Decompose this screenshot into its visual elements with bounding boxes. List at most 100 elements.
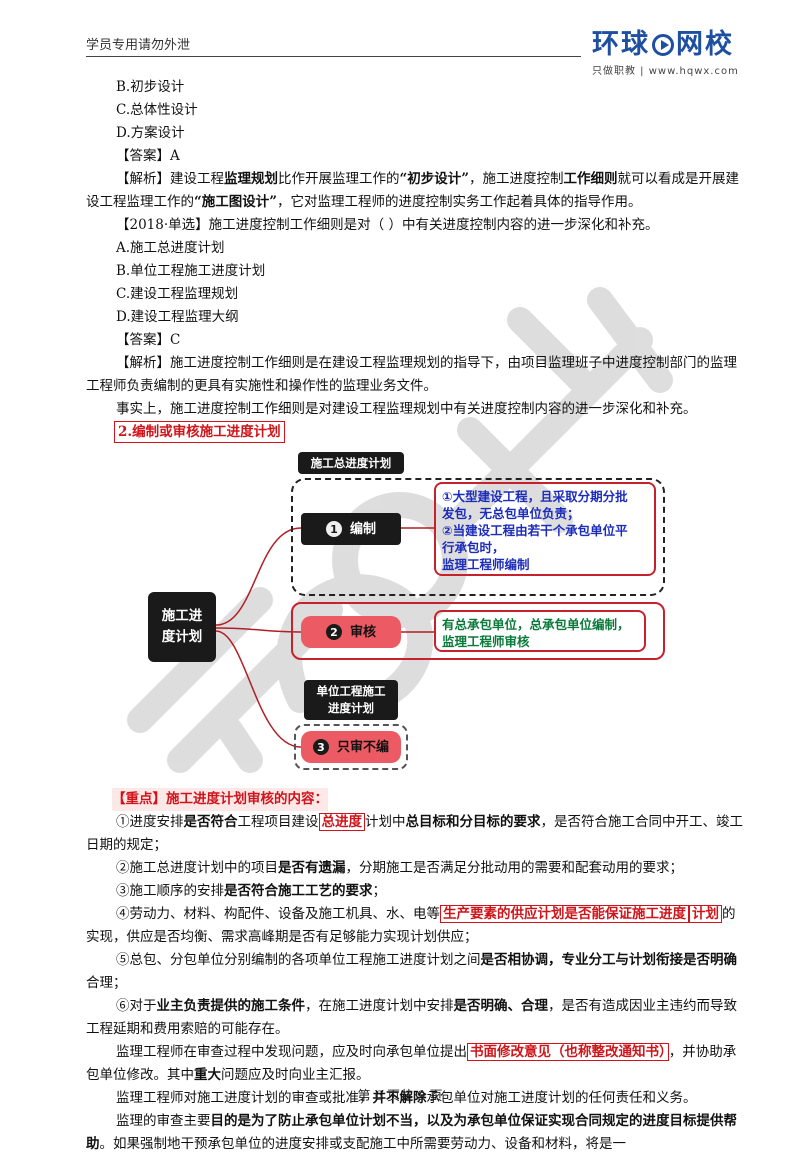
text: 比作开展监理工作的 <box>278 171 400 187</box>
group-master-schedule <box>291 478 665 596</box>
text: ，并协助承包单位修改。其中 <box>86 1044 737 1083</box>
number-badge-3: 3 <box>312 739 329 755</box>
unit-label-line-1: 单位工程施工 <box>316 684 386 698</box>
text: 问题应及时向业主汇报。 <box>221 1067 370 1083</box>
mindmap-diagram: 施工进 度计划 施工总进度计划 1 编制 ①大型建设工程，且采取分期分批 发包，无… <box>86 450 746 780</box>
text-bold: 并不解除 <box>372 1090 427 1106</box>
logo-text-b: 网校 <box>676 29 734 60</box>
group-unit-schedule <box>294 724 408 770</box>
compile-conditions-box: ①大型建设工程，且采取分期分批 发包，无总包单位负责； ②当建设工程由若干个承包… <box>434 482 656 576</box>
key-point-title: 【重点】施工进度计划审核的内容： <box>112 788 328 811</box>
text: ； <box>372 883 387 899</box>
brand-logo: 环球 网校 只做职教 | www.hqwx.com <box>592 29 742 78</box>
review-line-1: 有总承包单位，总承包单位编制， <box>442 617 630 632</box>
text-bold: 是否符合施工工艺的要求 <box>224 883 373 899</box>
review-item-4: ④劳动力、材料、构配件、设备及施工机具、水、电等生产要素的供应计划是否能保证施工… <box>86 903 746 949</box>
review-item-5: ⑤总包、分包单位分别编制的各项单位工程施工进度计划之间是否相协调，专业分工与计划… <box>86 949 746 995</box>
q1-answer: 【答案】A <box>116 148 180 164</box>
q2-option-b: B.单位工程施工进度计划 <box>116 263 266 279</box>
text: 计划中 <box>365 814 406 830</box>
boxed-text: 生产要素的供应计划是否能保证施工进度 <box>440 905 689 923</box>
compile-line-1: ①大型建设工程，且采取分期分批 <box>442 489 628 504</box>
text-bold: 是否相协调，专业分工与计划衔接是否明确 <box>480 952 738 968</box>
unit-label-line-2: 进度计划 <box>328 701 374 715</box>
text: ④劳动力、材料、构配件、设备及施工机具、水、电等 <box>116 906 440 922</box>
text: ，施工进度控制 <box>469 171 564 187</box>
review-feedback-paragraph: 监理工程师在审查过程中发现问题，应及时向承包单位提出书面修改意见（也称整改通知书… <box>86 1041 746 1087</box>
text: 的实现，供应是否均衡、需求高峰期是否有足够能力实现计划供应； <box>86 906 736 945</box>
node-compile-label: 编制 <box>349 521 376 537</box>
review-line-2: 监理工程师审核 <box>442 634 530 649</box>
label-unit-schedule: 单位工程施工 进度计划 <box>304 680 398 720</box>
text: 【解析】建设工程 <box>116 171 224 187</box>
boxed-text: 总进度 <box>318 813 365 831</box>
boxed-text: 计划 <box>689 905 722 923</box>
text: ，是否有造成因业主违约而导致工程延期和费用索赔的可能存在。 <box>86 998 737 1037</box>
q2-answer: 【答案】C <box>116 332 181 348</box>
logo-tagline: 只做职教 | www.hqwx.com <box>592 66 739 77</box>
text: 。如果强制地干预承包单位的进度安排或支配施工中所需要劳动力、设备和材料，将是一 <box>99 1136 627 1152</box>
q2-option-d: D.建设工程监理大纲 <box>116 309 239 325</box>
section-title: 2.编制或审核施工进度计划 <box>114 421 285 443</box>
number-badge-2: 2 <box>325 624 342 640</box>
q1-option-b: B.初步设计 <box>116 79 185 95</box>
text-bold: 重大 <box>194 1067 221 1083</box>
text: ⑥对于 <box>116 998 157 1014</box>
text-bold: “施工图设计” <box>194 194 278 210</box>
text: 监理工程师对施工进度计划的审查或批准， <box>116 1090 373 1106</box>
root-line-2: 度计划 <box>161 629 203 645</box>
logo-text-a: 环球 <box>592 29 650 60</box>
root-node-schedule: 施工进 度计划 <box>148 592 216 662</box>
text-bold: 是否明确、合理 <box>453 998 549 1014</box>
q1-option-c: C.总体性设计 <box>116 102 198 118</box>
group-review <box>291 602 665 660</box>
compile-line-5: 监理工程师编制 <box>442 557 530 572</box>
text: 监理工程师在审查过程中发现问题，应及时向承包单位提出 <box>116 1044 467 1060</box>
text: ②施工总进度计划中的项目 <box>116 860 278 876</box>
q1-analysis: 【解析】建设工程监理规划比作开展监理工作的“初步设计”，施工进度控制工作细则就可… <box>86 168 746 214</box>
q2-fact: 事实上，施工进度控制工作细则是对建设工程监理规划中有关进度控制内容的进一步深化和… <box>116 401 697 417</box>
node-compile: 1 编制 <box>301 513 401 545</box>
text: ，是否符合施工合同中开工、竣工日期的规定； <box>86 814 743 853</box>
text: ，分期施工是否满足分批动用的需要和配套动用的要求； <box>345 860 684 876</box>
node-review-only-label: 只审不编 <box>336 739 389 755</box>
text-bold: 监理规划 <box>224 171 278 187</box>
text-bold: 业主负责提供的施工条件 <box>156 998 306 1014</box>
text: ③施工顺序的安排 <box>116 883 224 899</box>
text: 合理； <box>86 975 127 991</box>
label-master-schedule: 施工总进度计划 <box>298 452 404 474</box>
text: 监理的审查主要 <box>116 1113 211 1129</box>
text-bold: 总目标和分目标的要求 <box>405 814 541 830</box>
text: 承包单位对施工进度计划的任何责任和义务。 <box>426 1090 697 1106</box>
text-bold: “初步设计” <box>399 171 470 187</box>
number-badge-1: 1 <box>325 521 342 537</box>
text: ①进度安排 <box>116 814 184 830</box>
text: 工程项目建设 <box>237 814 319 830</box>
boxed-text: 书面修改意见（也称整改通知书） <box>467 1043 669 1061</box>
play-icon <box>652 34 674 56</box>
text: ，在施工进度计划中安排 <box>305 998 454 1014</box>
text: ⑤总包、分包单位分别编制的各项单位工程施工进度计划之间 <box>116 952 481 968</box>
q2-stem: 【2018·单选】施工进度控制工作细则是对（ ）中有关进度控制内容的进一步深化和… <box>116 217 659 233</box>
review-item-6: ⑥对于业主负责提供的施工条件，在施工进度计划中安排是否明确、合理，是否有造成因业… <box>86 995 746 1041</box>
header-confidential-note: 学员专用请勿外泄 <box>86 38 191 53</box>
q2-analysis: 【解析】施工进度控制工作细则是在建设工程监理规划的指导下，由项目监理班子中进度控… <box>86 355 737 394</box>
compile-line-2: 发包，无总包单位负责； <box>442 506 580 521</box>
q2-option-a: A.施工总进度计划 <box>116 240 225 256</box>
q1-option-d: D.方案设计 <box>116 125 185 141</box>
q2-option-c: C.建设工程监理规划 <box>116 286 239 302</box>
review-item-1: ①进度安排是否符合工程项目建设总进度计划中总目标和分目标的要求，是否符合施工合同… <box>86 811 746 857</box>
responsibility-paragraph: 监理工程师对施工进度计划的审查或批准，并不解除承包单位对施工进度计划的任何责任和… <box>86 1087 746 1110</box>
purpose-paragraph: 监理的审查主要目的是为了防止承包单位计划不当，以及为承包单位保证实现合同规定的进… <box>86 1110 746 1156</box>
node-review-only: 3 只审不编 <box>301 731 401 763</box>
text-bold: 工作细则 <box>563 171 618 187</box>
review-item-2: ②施工总进度计划中的项目是否有遗漏，分期施工是否满足分批动用的需要和配套动用的要… <box>86 857 746 880</box>
page-content: B.初步设计 C.总体性设计 D.方案设计 【答案】A 【解析】建设工程监理规划… <box>86 76 746 1156</box>
page-number: 第 6 页共 9 页 <box>357 1089 443 1104</box>
review-item-3: ③施工顺序的安排是否符合施工工艺的要求； <box>86 880 746 903</box>
text-bold: 是否有遗漏 <box>278 860 346 876</box>
root-line-1: 施工进 <box>161 608 203 624</box>
text: 就可以看成是开展建设工程监理工作的 <box>86 171 740 210</box>
text: ，它对监理工程师的进度控制实务工作起着具体的指导作用。 <box>277 194 642 210</box>
